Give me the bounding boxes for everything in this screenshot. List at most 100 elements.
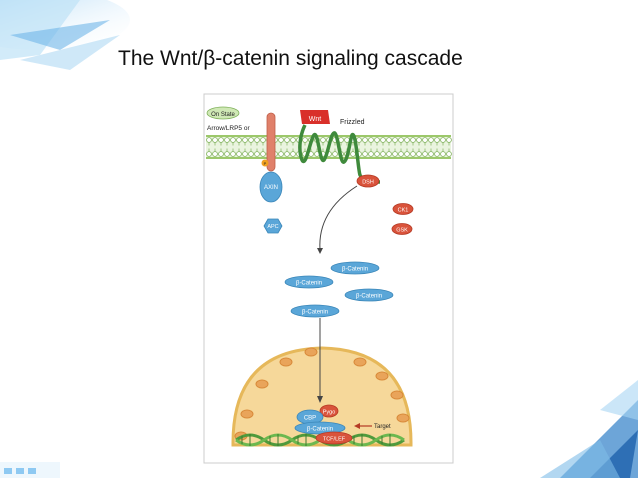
lipid-head xyxy=(206,151,212,157)
lipid-head xyxy=(422,151,428,157)
lipid-head xyxy=(362,151,368,157)
lipid-head xyxy=(350,151,356,157)
lipid-head xyxy=(284,151,290,157)
lipid-head xyxy=(440,137,446,143)
phosphate-label: P xyxy=(264,161,267,166)
lipid-head xyxy=(290,151,296,157)
lipid-head xyxy=(242,151,248,157)
lipid-head xyxy=(362,137,368,143)
beta-catenin-label-2: β-Catenin xyxy=(296,281,322,287)
lipid-head xyxy=(320,137,326,143)
beta-catenin-2 xyxy=(284,275,334,289)
frizzled-label: Frizzled xyxy=(340,119,365,126)
cbp-label: CBP xyxy=(304,416,316,422)
phosphate-circle xyxy=(261,159,269,167)
beta-catenin-label-3: β-Catenin xyxy=(356,294,382,300)
nuclear-import-arrow-head xyxy=(317,396,323,403)
pygo-protein xyxy=(319,404,339,418)
lipid-head xyxy=(410,151,416,157)
lipid-head xyxy=(302,137,308,143)
lipid-head xyxy=(242,137,248,143)
lipid-head xyxy=(278,151,284,157)
dsh-label: DSH xyxy=(362,180,374,186)
ck1-label: CK1 xyxy=(398,208,409,214)
beta-catenin-3 xyxy=(344,288,394,302)
target-label: Target xyxy=(374,424,391,430)
lipid-head xyxy=(230,151,236,157)
lipid-head xyxy=(404,137,410,143)
axin-protein xyxy=(259,171,283,203)
lipid-head xyxy=(254,137,260,143)
beta-catenin-pool: β-Catenin β-Catenin β-Catenin β-Catenin xyxy=(284,261,394,318)
lipid-head xyxy=(230,137,236,143)
lipid-head xyxy=(248,151,254,157)
lipid-head xyxy=(284,137,290,143)
lipid-head xyxy=(410,137,416,143)
coreceptor-label: Arrow/LRP5 or xyxy=(207,125,250,132)
dsh-signal-arrow xyxy=(319,185,358,251)
tcf-lef-label: TCF/LEF xyxy=(323,437,346,443)
lipid-head xyxy=(368,151,374,157)
lipid-head xyxy=(260,151,266,157)
nuclear-beta-catenin-label: β-Catenin xyxy=(307,427,333,433)
lipid-head xyxy=(428,137,434,143)
lrp-coreceptor xyxy=(266,112,276,172)
beta-catenin-label-1: β-Catenin xyxy=(342,267,368,273)
lipid-head xyxy=(404,151,410,157)
lipid-head xyxy=(428,151,434,157)
ck1-protein xyxy=(392,203,414,215)
lipid-head xyxy=(416,151,422,157)
bottom-right-decoration xyxy=(540,380,638,478)
tcf-lef-protein xyxy=(315,431,353,445)
wnt-label: Wnt xyxy=(309,116,322,123)
lipid-head xyxy=(332,151,338,157)
lipid-head xyxy=(446,151,452,157)
lipid-head xyxy=(422,137,428,143)
apc-label: APC xyxy=(267,224,278,230)
nuclear-pores xyxy=(234,347,410,441)
apc-protein xyxy=(263,218,283,234)
lipid-head xyxy=(218,151,224,157)
pygo-label: Pygo xyxy=(323,410,336,416)
lipid-head xyxy=(434,137,440,143)
lipid-head xyxy=(236,151,242,157)
dsh-protein xyxy=(356,174,380,188)
lipid-head xyxy=(386,151,392,157)
lipid-head xyxy=(398,151,404,157)
on-state-badge xyxy=(206,106,240,120)
lipid-head xyxy=(236,137,242,143)
lipid-head xyxy=(374,151,380,157)
lipid-head xyxy=(254,151,260,157)
lipid-head xyxy=(356,137,362,143)
lipid-head xyxy=(290,137,296,143)
beta-catenin-4 xyxy=(290,304,340,318)
target-arrow-head xyxy=(354,423,360,429)
lipid-head xyxy=(392,151,398,157)
wnt-ligand xyxy=(300,110,330,124)
lipid-head xyxy=(278,137,284,143)
lipid-head xyxy=(440,151,446,157)
lipid-head xyxy=(398,137,404,143)
beta-catenin-label-4: β-Catenin xyxy=(302,310,328,316)
lipid-head xyxy=(206,137,212,143)
lipid-head xyxy=(218,137,224,143)
gsk-protein xyxy=(391,223,413,235)
bottom-left-decoration xyxy=(0,462,60,478)
dsh-arrow-head xyxy=(317,248,323,254)
lipid-head xyxy=(212,151,218,157)
lipid-head xyxy=(446,137,452,143)
lipid-head xyxy=(248,137,254,143)
transcription-complex: Pygo CBP β-Catenin TCF/LEF xyxy=(294,404,353,445)
lipid-head xyxy=(224,137,230,143)
beta-catenin-1 xyxy=(330,261,380,275)
on-state-label: On State xyxy=(211,112,235,118)
lipid-head xyxy=(368,137,374,143)
lipid-head xyxy=(392,137,398,143)
lipid-head xyxy=(380,151,386,157)
top-left-decoration xyxy=(0,0,130,70)
gsk-label: GSK xyxy=(396,228,408,234)
slide-title: The Wnt/β-catenin signaling cascade xyxy=(118,47,463,70)
lipid-head xyxy=(380,137,386,143)
